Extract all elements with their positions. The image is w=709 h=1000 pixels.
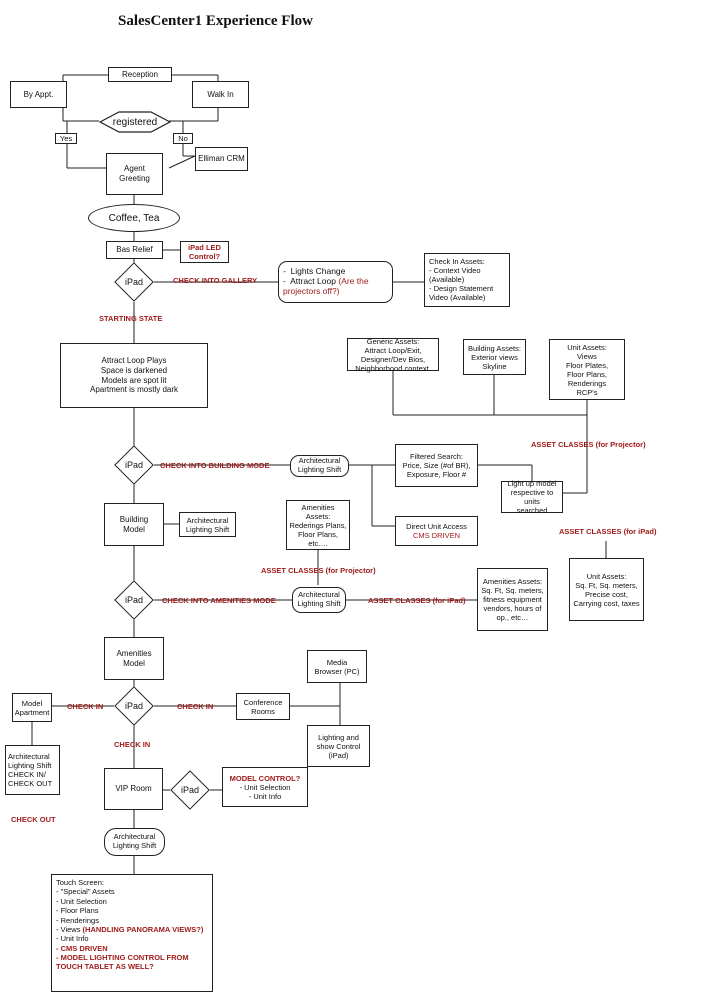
asset-classes-ipad-mid: ASSET CLASSES (for iPad) — [368, 596, 466, 605]
model-control-title: MODEL CONTROL? — [229, 773, 301, 783]
arch-lighting-shift-box-building: Architectural Lighting Shift — [179, 512, 236, 537]
amenities-model-box: Amenities Model — [104, 637, 164, 680]
lights-change-text: Lights Change — [290, 266, 346, 277]
check-into-building-mode-label: CHECK INTO BUILDING MODE — [160, 461, 270, 470]
ipad-label: iPad — [124, 595, 143, 605]
media-browser-box: Media Browser (PC) — [307, 650, 367, 683]
arch-shift-checkin-box: Architectural Lighting Shift CHECK IN/ C… — [5, 745, 60, 795]
direct-unit-access-label: Direct Unit Access — [406, 522, 467, 531]
touch-screen-item: - Renderings — [56, 916, 208, 925]
unit-assets-top-box: Unit Assets: Views Floor Plates, Floor P… — [549, 339, 625, 400]
coffee-tea-oval: Coffee, Tea — [88, 204, 180, 232]
touch-screen-item: - CMS DRIVEN — [56, 944, 208, 953]
touch-screen-item-text: - "Special" Assets — [56, 887, 115, 897]
lights-change-item: - Lights Change — [283, 266, 346, 277]
building-assets-box: Building Assets: Exterior views Skyline — [463, 339, 526, 375]
touch-screen-item-text: - Unit Info — [56, 934, 89, 944]
touch-screen-item: - MODEL LIGHTING CONTROL FROM TOUCH TABL… — [56, 953, 208, 972]
touch-screen-item-text: - Floor Plans — [56, 906, 99, 916]
attract-loop-plays-box: Attract Loop Plays Space is darkened Mod… — [60, 343, 208, 408]
model-apartment-box: Model Apartment — [12, 693, 52, 722]
conference-rooms-box: Conference Rooms — [236, 693, 290, 720]
direct-unit-access-box: Direct Unit Access CMS DRIVEN — [395, 516, 478, 546]
ipad-label: iPad — [124, 460, 143, 470]
yes-label: Yes — [55, 133, 77, 144]
touch-screen-item: - Unit Info — [56, 934, 208, 943]
amenities-assets-right-box: Amenities Assets: Sq. Ft, Sq. meters, fi… — [477, 568, 548, 631]
unit-assets-bottom-box: Unit Assets: Sq. Ft, Sq. meters, Precise… — [569, 558, 644, 621]
generic-assets-box: Generic Assets: Attract Loop/Exit, Desig… — [347, 337, 439, 373]
lighting-show-control-box: Lighting and show Control (iPad) — [307, 725, 370, 767]
light-up-model-box: Light up model respective to units searc… — [501, 479, 563, 515]
ipad-label: iPad — [124, 701, 143, 711]
check-in-below-label: CHECK IN — [114, 740, 151, 749]
touch-screen-item: - Floor Plans — [56, 906, 208, 915]
check-in-assets-box: Check In Assets: - Context Video (Availa… — [424, 253, 510, 307]
projectors-question-text: (Are the projectors off?) — [283, 276, 369, 296]
building-model-box: Building Model — [104, 503, 164, 546]
arch-lighting-shift-pill-amenities: Architectural Lighting Shift — [292, 587, 346, 613]
walk-in-label: Walk In — [207, 89, 234, 99]
check-into-gallery-label: CHECK INTO GALLERY — [173, 276, 258, 285]
model-control-unit-info: - Unit Info — [248, 791, 282, 801]
filtered-search-box: Filtered Search: Price, Size (#of BR), E… — [395, 444, 478, 487]
touch-screen-item-text: - CMS DRIVEN — [56, 943, 108, 953]
bas-relief-box: Bas Relief — [106, 241, 163, 259]
check-in-left-label: CHECK IN — [67, 702, 104, 711]
amenities-assets-left-box: Amenities Assets: Rederings Plans, Floor… — [286, 500, 350, 550]
touch-screen-item-text: - Views — [56, 924, 81, 934]
model-control-unit-selection: - Unit Selection — [239, 782, 291, 792]
touch-screen-item: - "Special" Assets — [56, 887, 208, 896]
asset-classes-projector-mid: ASSET CLASSES (for Projector) — [261, 566, 376, 575]
touch-screen-item: - Unit Selection — [56, 897, 208, 906]
ipad-label: iPad — [180, 785, 199, 795]
check-in-right-label: CHECK IN — [177, 702, 214, 711]
vip-room-box: VIP Room — [104, 768, 163, 810]
touch-screen-list: - "Special" Assets- Unit Selection- Floo… — [56, 887, 208, 971]
asset-classes-ipad-right: ASSET CLASSES (for iPad) — [559, 527, 657, 536]
asset-classes-projector-top: ASSET CLASSES (for Projector) — [531, 440, 646, 449]
by-appt-label: By Appt. — [23, 89, 54, 99]
touch-screen-item-text: - MODEL LIGHTING CONTROL FROM TOUCH TABL… — [56, 953, 189, 972]
ipad-building-decision: iPad — [114, 445, 154, 485]
no-label: No — [173, 133, 193, 144]
model-control-box: MODEL CONTROL? - Unit Selection - Unit I… — [222, 767, 308, 807]
diagram-title: SalesCenter1 Experience Flow — [118, 13, 313, 29]
walk-in-box: Walk In — [192, 81, 249, 108]
ipad-led-control-box: iPad LED Control? — [180, 241, 229, 263]
ipad-amenities-decision: iPad — [114, 580, 154, 620]
attract-loop-item: - Attract Loop (Are the projectors off?) — [283, 276, 369, 296]
touch-screen-item-text: - Renderings — [56, 915, 99, 925]
ipad-checkin-decision: iPad — [114, 686, 154, 726]
by-appt-box: By Appt. — [10, 81, 67, 108]
check-out-label: CHECK OUT — [11, 815, 56, 824]
ipad-gallery-decision: iPad — [114, 262, 154, 302]
attract-loop-text: Attract Loop — [290, 276, 336, 287]
reception-box: Reception — [108, 67, 172, 82]
touch-screen-box: Touch Screen: - "Special" Assets- Unit S… — [51, 874, 213, 992]
touch-screen-item: - Views (HANDLING PANORAMA VIEWS?) — [56, 925, 208, 934]
touch-screen-item-text: - Unit Selection — [56, 896, 107, 906]
touch-screen-item-suffix: (HANDLING PANORAMA VIEWS?) — [80, 924, 204, 934]
arch-lighting-shift-pill-building: Architectural Lighting Shift — [290, 455, 349, 477]
cms-driven-label: CMS DRIVEN — [412, 531, 461, 540]
arch-lighting-shift-pill-vip: Architectural Lighting Shift — [104, 828, 165, 856]
agent-greeting-box: Agent Greeting — [106, 153, 163, 195]
lights-attract-pill: - Lights Change - Attract Loop (Are the … — [278, 261, 393, 303]
registered-label: registered — [112, 116, 158, 128]
reception-label: Reception — [121, 69, 159, 79]
touch-screen-header: Touch Screen: — [56, 878, 104, 887]
check-into-amenities-mode-label: CHECK INTO AMENITIES MODE — [162, 596, 276, 605]
ipad-vip-decision: iPad — [170, 770, 210, 810]
registered-decision — [99, 111, 171, 133]
ipad-label: iPad — [124, 277, 143, 287]
elliman-crm-box: Elliman CRM — [195, 147, 248, 171]
starting-state-label: STARTING STATE — [99, 314, 163, 323]
